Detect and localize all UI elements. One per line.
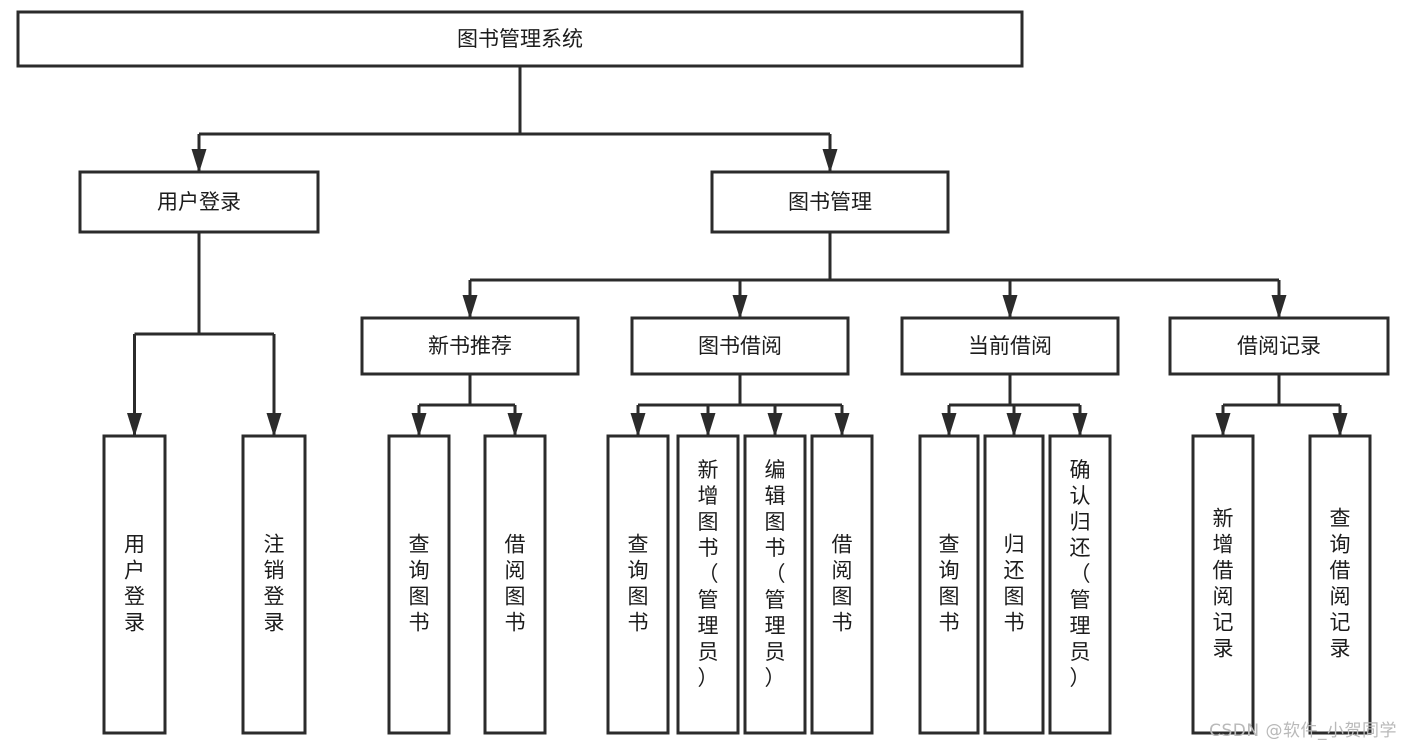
node-label: 确认归还（管理员） xyxy=(1070,458,1091,690)
node-box[interactable] xyxy=(606,434,670,735)
node-leaf-edit-book[interactable]: 编辑图书（管理员） xyxy=(743,434,807,735)
node-box[interactable] xyxy=(710,170,950,234)
node-box[interactable] xyxy=(1191,434,1255,735)
node-label: 借阅记录 xyxy=(1237,334,1321,358)
arrow-head xyxy=(1072,413,1088,437)
arrow-head xyxy=(1332,413,1348,437)
node-new-book-rec[interactable]: 新书推荐 xyxy=(360,316,580,376)
node-box[interactable] xyxy=(1168,316,1390,376)
node-leaf-query-record[interactable]: 查询借阅记录 xyxy=(1308,434,1372,735)
node-label: 图书借阅 xyxy=(698,334,782,358)
node-box[interactable] xyxy=(810,434,874,735)
node-label: 图书管理系统 xyxy=(457,27,583,51)
arrow-head xyxy=(507,413,523,437)
node-leaf-user-login[interactable]: 用户登录 xyxy=(102,434,167,735)
node-label: 用户登录 xyxy=(157,190,241,214)
arrow-head xyxy=(941,413,957,437)
node-label: 查询借阅记录 xyxy=(1330,507,1351,661)
node-box[interactable] xyxy=(918,434,980,735)
arrow-head xyxy=(834,413,850,437)
node-current-borrow[interactable]: 当前借阅 xyxy=(900,316,1120,376)
node-box[interactable] xyxy=(102,434,167,735)
arrow-head xyxy=(462,295,478,319)
node-box[interactable] xyxy=(241,434,307,735)
node-box[interactable] xyxy=(630,316,850,376)
node-leaf-borrow-book-1[interactable]: 借阅图书 xyxy=(483,434,547,735)
node-label: 新增图书（管理员） xyxy=(698,458,719,690)
arrow-head xyxy=(700,413,716,437)
arrow-head xyxy=(127,413,142,437)
node-box[interactable] xyxy=(900,316,1120,376)
arrow-head xyxy=(767,413,783,437)
node-user-login[interactable]: 用户登录 xyxy=(78,170,320,234)
arrow-head xyxy=(1215,413,1231,437)
node-label: 查询图书 xyxy=(409,533,430,635)
node-leaf-query-book-3[interactable]: 查询图书 xyxy=(918,434,980,735)
node-borrow-record[interactable]: 借阅记录 xyxy=(1168,316,1390,376)
arrow-head xyxy=(411,413,427,437)
node-label: 查询图书 xyxy=(628,533,649,635)
node-box[interactable] xyxy=(78,170,320,234)
node-box[interactable] xyxy=(387,434,451,735)
arrow-head xyxy=(1002,295,1018,319)
node-label: 借阅图书 xyxy=(505,533,526,635)
node-label: 新书推荐 xyxy=(428,334,512,358)
node-leaf-add-book[interactable]: 新增图书（管理员） xyxy=(676,434,740,735)
node-label: 当前借阅 xyxy=(968,334,1052,358)
node-box[interactable] xyxy=(1308,434,1372,735)
node-leaf-logout[interactable]: 注销登录 xyxy=(241,434,307,735)
arrow-head xyxy=(1006,413,1022,437)
node-leaf-add-record[interactable]: 新增借阅记录 xyxy=(1191,434,1255,735)
node-box[interactable] xyxy=(743,434,807,735)
node-box[interactable] xyxy=(676,434,740,735)
node-label: 归还图书 xyxy=(1004,533,1025,635)
node-label: 注销登录 xyxy=(264,533,285,635)
node-book-borrow[interactable]: 图书借阅 xyxy=(630,316,850,376)
node-box[interactable] xyxy=(16,10,1024,68)
node-box[interactable] xyxy=(983,434,1045,735)
arrow-head xyxy=(1271,295,1287,319)
node-book-manage[interactable]: 图书管理 xyxy=(710,170,950,234)
node-label: 查询图书 xyxy=(939,533,960,635)
node-label: 借阅图书 xyxy=(832,533,853,635)
node-box[interactable] xyxy=(1048,434,1112,735)
arrow-head xyxy=(630,413,646,437)
arrow-head xyxy=(191,149,207,173)
node-leaf-return-book[interactable]: 归还图书 xyxy=(983,434,1045,735)
node-leaf-confirm-return[interactable]: 确认归还（管理员） xyxy=(1048,434,1112,735)
node-box[interactable] xyxy=(360,316,580,376)
node-root[interactable]: 图书管理系统 xyxy=(16,10,1024,68)
node-layer: 图书管理系统用户登录图书管理新书推荐图书借阅当前借阅借阅记录用户登录注销登录查询… xyxy=(16,10,1390,735)
node-leaf-borrow-book-2[interactable]: 借阅图书 xyxy=(810,434,874,735)
node-label: 新增借阅记录 xyxy=(1213,507,1234,661)
node-label: 编辑图书（管理员） xyxy=(765,458,786,690)
arrow-head xyxy=(266,413,282,437)
watermark-text: CSDN @软件_小贺同学 xyxy=(1209,721,1397,741)
node-label: 用户登录 xyxy=(124,533,145,635)
connector-layer xyxy=(127,66,1348,437)
node-label: 图书管理 xyxy=(788,190,872,214)
node-leaf-query-book-2[interactable]: 查询图书 xyxy=(606,434,670,735)
node-leaf-query-book-1[interactable]: 查询图书 xyxy=(387,434,451,735)
arrow-head xyxy=(822,149,838,173)
node-box[interactable] xyxy=(483,434,547,735)
arrow-head xyxy=(732,295,748,319)
